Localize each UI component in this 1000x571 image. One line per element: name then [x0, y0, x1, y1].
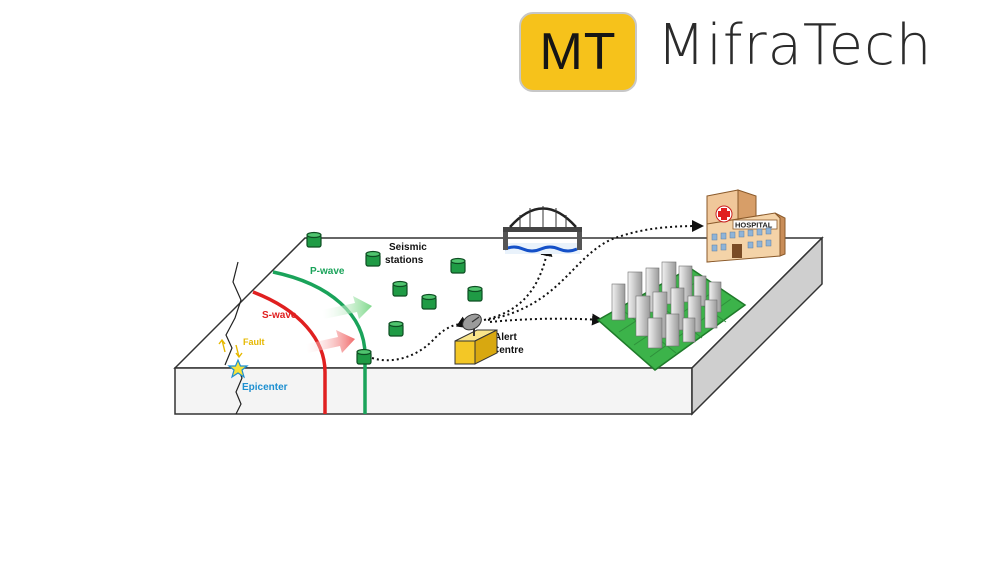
slab-side — [691, 236, 823, 416]
seismic-station-icon — [467, 285, 483, 302]
logo-brand-name: MifraTech — [657, 13, 933, 78]
fault-label: Fault — [243, 337, 265, 347]
alert-centre-label-line2: Centre — [492, 345, 524, 356]
signal-alert-to-city — [489, 313, 604, 326]
fault-arrows-icon — [218, 338, 243, 359]
signal-paths — [371, 220, 704, 362]
fault-line — [224, 261, 242, 366]
logo-badge: MT — [519, 12, 637, 92]
seismic-stations-label-line2: stations — [385, 255, 424, 266]
seismic-station-icon — [450, 257, 466, 274]
alert-centre-label-line1: Alert — [494, 332, 517, 343]
hospital-icon: HOSPITAL — [706, 189, 786, 263]
p-wave-arrow — [322, 296, 372, 319]
s-wave-arrow — [306, 330, 355, 353]
seismic-station-icon — [365, 250, 381, 267]
mifratech-logo: MT MifraTech — [519, 12, 989, 96]
epicenter-star-icon — [227, 358, 249, 379]
seismic-station-icon — [392, 280, 408, 297]
epicenter-label: Epicenter — [242, 382, 288, 393]
satellite-dish-icon — [462, 313, 482, 336]
s-wave-label: S-wave — [262, 310, 297, 321]
hospital-label: HOSPITAL — [735, 221, 773, 230]
city-icon — [596, 261, 747, 371]
seismic-stations — [306, 231, 483, 365]
seismic-station-icon — [356, 348, 372, 365]
seismic-station-icon — [421, 293, 437, 310]
s-wave-front — [252, 290, 327, 414]
p-wave-label: P-wave — [310, 266, 345, 277]
seismic-station-icon — [306, 231, 322, 248]
alert-centre — [454, 313, 498, 365]
bridge-icon — [503, 206, 582, 254]
logo-badge-text: MT — [539, 23, 617, 81]
seismic-stations-label-line1: Seismic — [389, 242, 427, 253]
seismic-station-icon — [388, 320, 404, 337]
signal-alert-to-bridge — [483, 244, 553, 321]
